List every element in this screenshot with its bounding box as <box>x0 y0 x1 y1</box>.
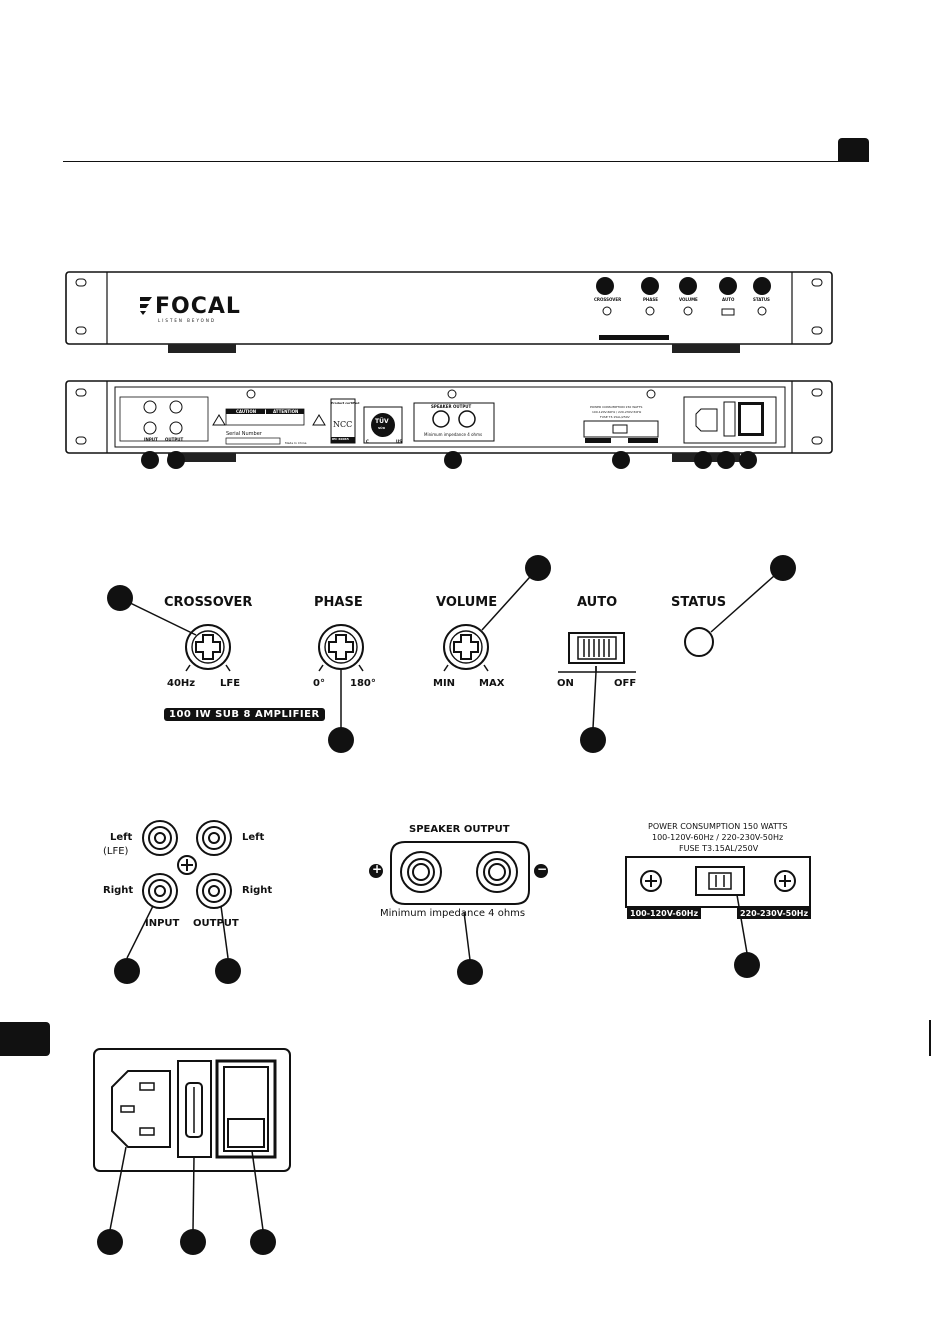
tuv-sub-label: SÜD <box>378 426 386 430</box>
volume-label: VOLUME <box>436 595 498 610</box>
page-tab <box>838 138 869 161</box>
front-controls-detail <box>107 555 796 753</box>
mini-input-label: INPUT <box>144 437 158 442</box>
rca-input-lfe-label: (LFE) <box>103 846 129 857</box>
power-inlet-detail <box>93 1048 291 1255</box>
voltage-high-badge: 220-230V-50Hz <box>737 908 812 919</box>
front-panel <box>65 271 833 353</box>
crossover-max-label: LFE <box>220 678 241 689</box>
fuse-label: FUSE T3.15AL/250V <box>679 844 759 853</box>
rca-output-label: OUTPUT <box>193 918 239 929</box>
model-badge: 100 IW SUB 8 AMPLIFIER <box>164 708 325 721</box>
rca-output-right-label: Right <box>242 885 273 896</box>
mini-volume-label: VOLUME <box>679 297 698 302</box>
rear-panel <box>65 380 833 469</box>
mini-crossover-label: CROSSOVER <box>594 297 622 302</box>
brand-tagline: LISTEN BEYOND <box>158 318 216 323</box>
speaker-output-label: SPEAKER OUTPUT <box>409 824 510 835</box>
volume-min-label: MIN <box>433 678 456 689</box>
us-mark: US <box>396 439 403 444</box>
auto-off-label: OFF <box>614 678 637 689</box>
mini-fuse: FUSE T3.15AL/250V <box>600 415 630 419</box>
phase-label: PHASE <box>314 595 363 610</box>
auto-label: AUTO <box>577 595 618 610</box>
impedance-label: Minimum impedance 4 ohms <box>380 908 526 919</box>
mini-impedance: Minimum impedance 4 ohms <box>424 432 483 437</box>
made-in-label: Made In China <box>285 441 307 445</box>
speaker-plus-sign: + <box>372 862 383 876</box>
power-consumption-label: POWER CONSUMPTION 150 WATTS <box>648 822 788 831</box>
mini-status-label: STATUS <box>753 297 770 302</box>
mini-speaker-output: SPEAKER OUTPUT <box>431 404 472 409</box>
rca-input-left-label: Left <box>110 832 133 843</box>
side-tab <box>0 1022 50 1056</box>
mini-warning-1: CAUTION <box>236 409 257 414</box>
product-cert-label: Product certified <box>331 401 360 405</box>
rca-detail <box>114 820 241 984</box>
rca-input-label: INPUT <box>145 918 180 929</box>
crossover-min-label: 40Hz <box>167 678 196 689</box>
speaker-output-detail <box>369 841 548 985</box>
mini-voltage-line: 100-120V-60Hz / 220-230V-50Hz <box>592 410 642 414</box>
phase-max-label: 180° <box>350 678 376 689</box>
voltage-detail <box>625 856 811 978</box>
rca-input-right-label: Right <box>103 885 134 896</box>
mini-output-label: OUTPUT <box>165 437 184 442</box>
auto-on-label: ON <box>557 678 574 689</box>
rca-output-left-label: Left <box>242 832 265 843</box>
voltage-low-badge: 100-120V-60Hz <box>627 908 702 919</box>
brand-logo: FOCAL <box>155 294 241 319</box>
header-rule <box>63 161 869 162</box>
volume-max-label: MAX <box>479 678 505 689</box>
mini-phase-label: PHASE <box>643 297 658 302</box>
voltage-line-label: 100-120V-60Hz / 220-230V-50Hz <box>652 833 784 842</box>
speaker-minus-sign: − <box>537 862 548 876</box>
mini-warning-2: ATTENTION <box>273 409 299 414</box>
c-mark: C <box>366 439 369 444</box>
mini-auto-label: AUTO <box>722 297 735 302</box>
crossover-label: CROSSOVER <box>164 595 253 610</box>
iec-label: IEC 60065 <box>332 437 349 441</box>
edge-mark <box>929 1020 931 1056</box>
tuv-label: TÜV <box>375 418 389 425</box>
serial-number-label: Serial Number <box>226 431 262 437</box>
status-label: STATUS <box>671 595 727 610</box>
ncc-label: NCC <box>333 420 353 429</box>
mini-power-consumption: POWER CONSUMPTION 150 WATTS <box>590 405 643 409</box>
phase-min-label: 0° <box>313 678 325 689</box>
